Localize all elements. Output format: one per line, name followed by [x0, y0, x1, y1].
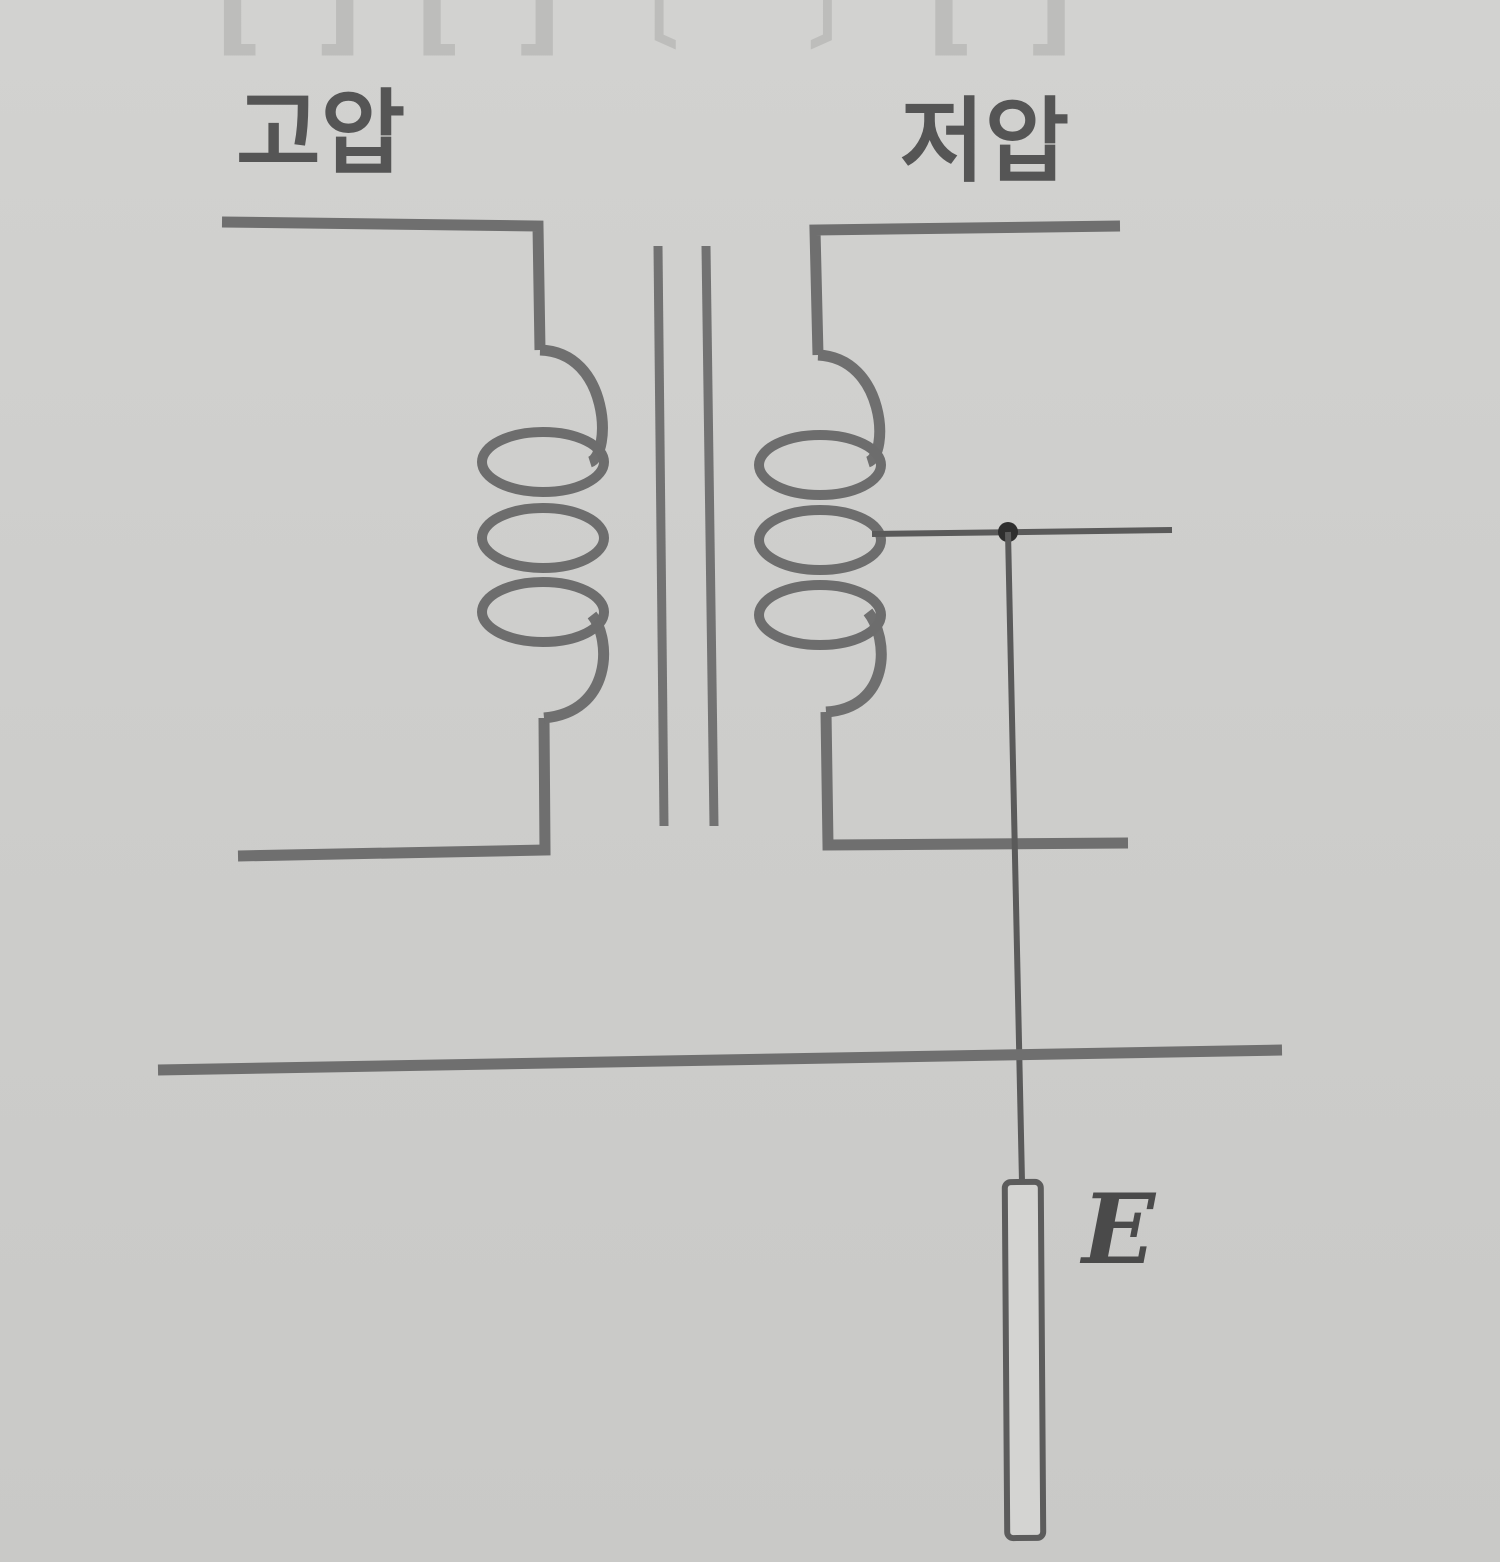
core-line-right	[701, 245, 719, 827]
earth-electrode-label: E	[1082, 1173, 1156, 1286]
neutral-tap-line	[871, 527, 1173, 537]
primary-coil-loop-1	[477, 427, 609, 497]
ground-conductor	[1005, 531, 1025, 1183]
secondary-coil-loop-3	[754, 580, 886, 650]
low-voltage-label: 저압	[900, 88, 1070, 195]
secondary-top-lead	[809, 220, 1121, 356]
ground-surface-line	[157, 1044, 1283, 1076]
iron-core	[653, 245, 719, 827]
primary-coil-outer-arc	[539, 344, 610, 724]
primary-top-lead	[221, 216, 546, 351]
earth-electrode-rod	[1001, 1178, 1047, 1542]
secondary-coil-outer-arc	[817, 349, 887, 718]
secondary-coil	[754, 430, 886, 650]
secondary-coil-loop-1	[754, 430, 886, 500]
secondary-bottom-lead	[820, 711, 1129, 851]
primary-coil-loop-2	[477, 503, 609, 573]
faded-header-text: [ ] [ ] ﹝ ﹞ [ ]	[215, 0, 1082, 67]
primary-bottom-lead	[237, 717, 551, 862]
primary-coil-loop-3	[477, 577, 609, 647]
high-voltage-label: 고압	[236, 80, 406, 187]
primary-coil	[477, 427, 609, 647]
secondary-coil-loop-2	[754, 505, 886, 575]
core-line-left	[653, 245, 669, 827]
